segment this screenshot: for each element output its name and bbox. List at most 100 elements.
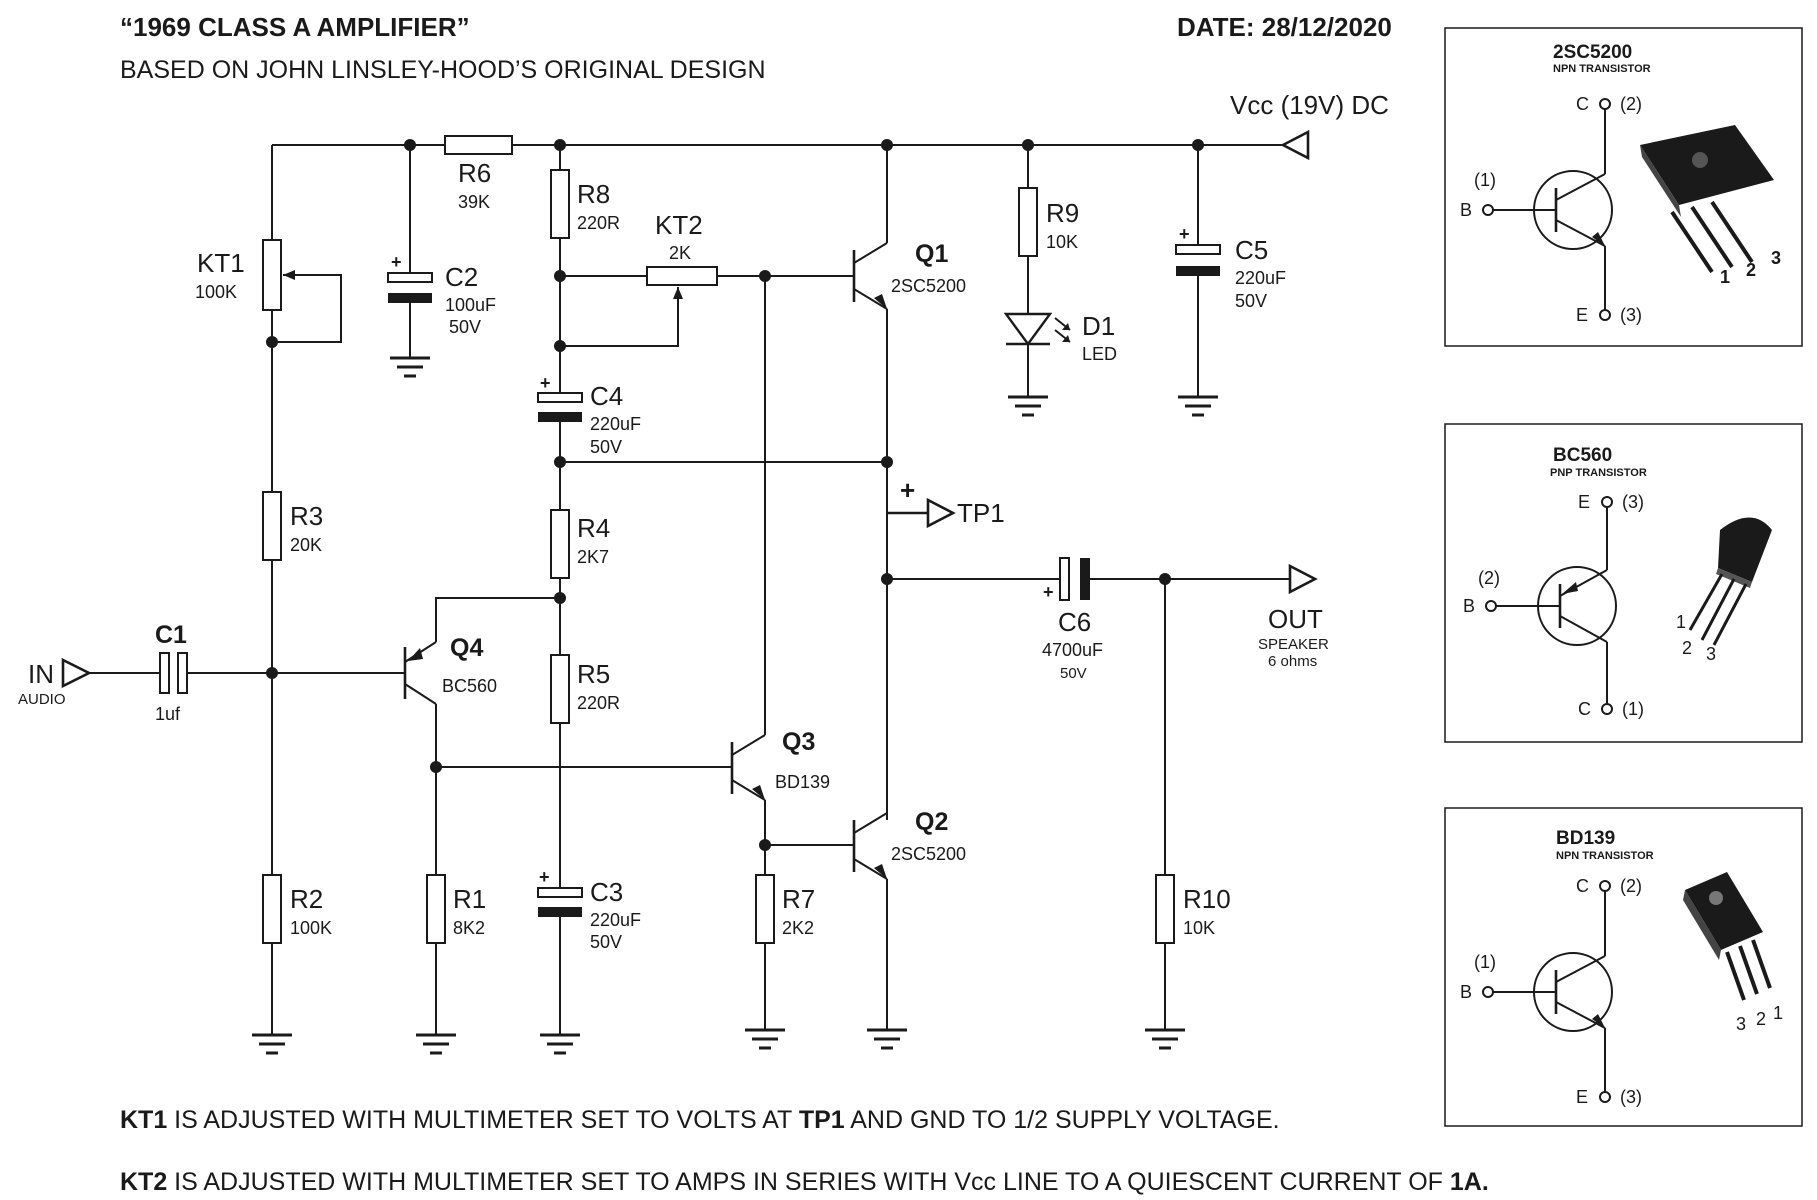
to126-package-icon (1683, 872, 1772, 1001)
note-kt1: KT1 IS ADJUSTED WITH MULTIMETER SET TO V… (120, 1106, 1280, 1134)
resistor-icon (444, 135, 513, 155)
pkg-pin-3: 3 (1706, 644, 1716, 664)
ground-icon (538, 1033, 582, 1055)
supply-rail: Vcc (19V) DC (271, 90, 1389, 240)
r5-value: 220R (577, 693, 620, 713)
pin-b-number: (1) (1474, 170, 1496, 190)
pinout-title: BD139 (1556, 828, 1615, 849)
tp1-plus: + (900, 475, 915, 505)
led-icon (1003, 312, 1053, 347)
pin-e-number: (3) (1620, 1087, 1642, 1107)
q2-value: 2SC5200 (891, 844, 966, 864)
r1-resistor: R1 8K2 (414, 767, 486, 1055)
c6-value: 4700uF (1042, 640, 1103, 660)
tp1-testpoint: + TP1 (887, 475, 1005, 529)
q3-transistor: Q3 BD139 (730, 722, 830, 875)
q1-ref: Q1 (915, 240, 948, 268)
kt1-value: 100K (195, 282, 237, 302)
output-label: OUT (1268, 604, 1323, 634)
c4-ref: C4 (590, 381, 623, 411)
r6-ref: R6 (458, 158, 491, 188)
pin-b-label: B (1460, 982, 1472, 1002)
c6-capacitor: + C6 4700uF 50V OUT SPEAKER 6 ohms (887, 557, 1329, 682)
kt2-ref: KT2 (655, 210, 703, 240)
r9-ref: R9 (1046, 198, 1079, 228)
c4-value: 220uF (590, 414, 641, 434)
pkg-pin-3: 3 (1771, 248, 1781, 268)
r7-value: 2K2 (782, 918, 814, 938)
pkg-pin-3: 3 (1736, 1014, 1746, 1034)
note-kt1-ref: KT1 (120, 1106, 167, 1134)
pin-b-number: (1) (1474, 952, 1496, 972)
pin-b-number: (2) (1478, 568, 1500, 588)
input-sub: AUDIO (18, 691, 66, 708)
pin-e-number: (3) (1622, 492, 1644, 512)
pinout-box-bc560: BC560 PNP TRANSISTOR E (3) (2) B C (1) 1… (1444, 423, 1803, 743)
vcc-label: Vcc (19V) DC (1230, 90, 1389, 120)
pin-b-label: B (1460, 200, 1472, 220)
pin-e-label: E (1576, 305, 1588, 325)
note-kt1-tp: TP1 (799, 1106, 845, 1134)
pinout-subtitle: NPN TRANSISTOR (1556, 850, 1654, 862)
ground-icon (743, 1028, 787, 1050)
pin-c-label: C (1576, 876, 1589, 896)
c5-voltage: 50V (1235, 291, 1267, 311)
r9-value: 10K (1046, 232, 1078, 252)
ground-icon (414, 1033, 458, 1055)
c6-plus: + (1043, 582, 1054, 602)
pinout-subtitle: PNP TRANSISTOR (1550, 467, 1647, 479)
r9-d1-indicator: R9 10K D1 LED (1003, 145, 1117, 417)
potentiometer-icon (262, 239, 282, 311)
schematic-subtitle: BASED ON JOHN LINSLEY-HOOD’S ORIGINAL DE… (120, 56, 766, 84)
r8-value: 220R (577, 213, 620, 233)
c3-plus: + (539, 867, 550, 887)
c1-value: 1uf (155, 704, 181, 724)
kt2-value: 2K (669, 243, 691, 263)
pkg-pin-2: 2 (1756, 1009, 1766, 1029)
pin-e-number: (3) (1620, 305, 1642, 325)
pin-c-label: C (1578, 699, 1591, 719)
pinout-box-2sc5200: 2SC5200 NPN TRANSISTOR C (2) (1) B E (3)… (1444, 27, 1803, 347)
ground-icon (1006, 395, 1050, 417)
c3-ref: C3 (590, 877, 623, 907)
c2-capacitor: + C2 100uF 50V (387, 145, 496, 378)
c5-plus: + (1179, 224, 1190, 244)
c4-plus: + (540, 373, 551, 393)
r2-value: 100K (290, 918, 332, 938)
q2-ref: Q2 (915, 808, 948, 836)
r3-value: 20K (290, 535, 322, 555)
c2-value: 100uF (445, 295, 496, 315)
pkg-pin-1: 1 (1773, 1003, 1783, 1023)
q1-value: 2SC5200 (891, 276, 966, 296)
q2-transistor: Q2 2SC5200 (852, 800, 966, 1050)
c6-ref: C6 (1058, 607, 1091, 637)
pkg-pin-2: 2 (1746, 260, 1756, 280)
d1-value: LED (1082, 344, 1117, 364)
r4-value: 2K7 (577, 547, 609, 567)
r1-ref: R1 (453, 884, 486, 914)
pin-b-label: B (1463, 596, 1475, 616)
r6-value: 39K (458, 192, 490, 212)
r10-ref: R10 (1183, 884, 1231, 914)
pkg-pin-2: 2 (1682, 638, 1692, 658)
pin-c-label: C (1576, 94, 1589, 114)
ground-icon (1143, 1028, 1187, 1050)
q3-ref: Q3 (782, 728, 815, 756)
r7-ref: R7 (782, 884, 815, 914)
to264-package-icon (1640, 125, 1774, 274)
note-kt2-current: 1A. (1450, 1168, 1489, 1196)
r2-resistor: R2 100K (250, 874, 332, 1055)
note-kt2-ref: KT2 (120, 1168, 167, 1196)
output-terminal-icon (1288, 563, 1318, 595)
c6-voltage: 50V (1060, 665, 1087, 682)
pin-c-number: (1) (1622, 699, 1644, 719)
pinout-title: 2SC5200 (1553, 42, 1632, 63)
r2-ref: R2 (290, 884, 323, 914)
input-stage: IN AUDIO C1 1uf (18, 621, 405, 724)
r4-ref: R4 (577, 513, 610, 543)
pin-c-number: (2) (1620, 876, 1642, 896)
input-terminal-icon (61, 657, 92, 689)
c5-ref: C5 (1235, 235, 1268, 265)
c1-ref: C1 (155, 621, 187, 649)
note-kt2-text: IS ADJUSTED WITH MULTIMETER SET TO AMPS … (167, 1168, 1450, 1196)
